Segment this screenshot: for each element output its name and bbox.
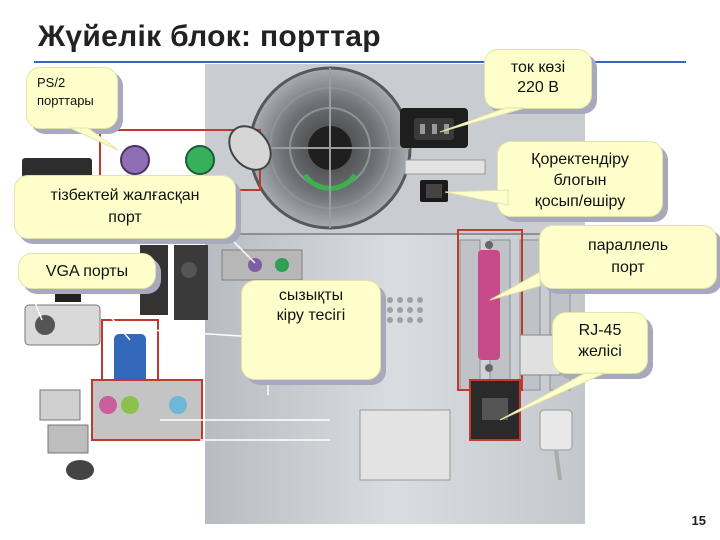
scanner-icon [47, 424, 89, 454]
speakers-icon [140, 245, 208, 320]
psu-label [404, 159, 486, 175]
callout-power-line1: ток көзі [510, 59, 566, 76]
slide-title: Жүйелік блок: порттар [38, 20, 381, 53]
callout-power-switch: Қоректендіру блогын қосып/өшіру [497, 141, 663, 217]
callout-power-input: ток көзі 220 В [484, 49, 592, 109]
callout-switch-line1: Қоректендіру [531, 151, 629, 168]
printer-icon [39, 389, 81, 421]
callout-serial-line1: тізбектей жалғасқан [50, 187, 200, 204]
ps2-ports-icon [99, 129, 261, 191]
page-number: 15 [691, 513, 706, 528]
callout-parallel-port: параллель порт [539, 225, 717, 289]
mouse-icon [228, 125, 272, 171]
audio-jacks-icon [91, 379, 203, 441]
callout-parallel-line1: параллель [587, 237, 669, 254]
callout-ps2-ports: PS/2 порттары [26, 67, 118, 129]
callout-parallel-line2: порт [611, 259, 645, 276]
vent-pattern [387, 297, 423, 323]
power-switch-icon [420, 180, 448, 202]
mouse-small-icon [66, 460, 94, 480]
callout-switch-line2: блогын [553, 172, 607, 189]
projector-icon [24, 304, 101, 346]
callout-serial-line2: порт [108, 209, 142, 226]
title-underline [34, 61, 686, 63]
callout-linein-line1: сызықты [278, 287, 344, 304]
callout-rj45: RJ-45 желісі [552, 312, 648, 374]
callout-ps2-line1: PS/2 [37, 75, 66, 90]
callout-rj45-line1: RJ-45 [578, 322, 622, 339]
rear-io-panel [221, 249, 303, 281]
callout-line-in: сызықты кіру тесігі [241, 280, 381, 380]
callout-switch-line3: қосып/өшіру [534, 193, 626, 210]
power-socket-icon [400, 108, 468, 148]
callout-linein-line2: кіру тесігі [276, 307, 346, 324]
microphone-icon [55, 292, 81, 302]
callout-ps2-line2: порттары [37, 93, 94, 108]
bottom-label [359, 409, 451, 481]
fan-icon [248, 66, 412, 230]
callout-serial-port: тізбектей жалғасқан порт [14, 175, 236, 239]
keyboard-icon [22, 158, 92, 178]
rj45-port-icon [469, 379, 521, 441]
callout-vga-port: VGA порты [18, 253, 156, 289]
callout-power-line2: 220 В [517, 79, 559, 96]
callout-rj45-line2: желісі [578, 343, 622, 360]
callout-vga-line1: VGA порты [45, 263, 129, 280]
